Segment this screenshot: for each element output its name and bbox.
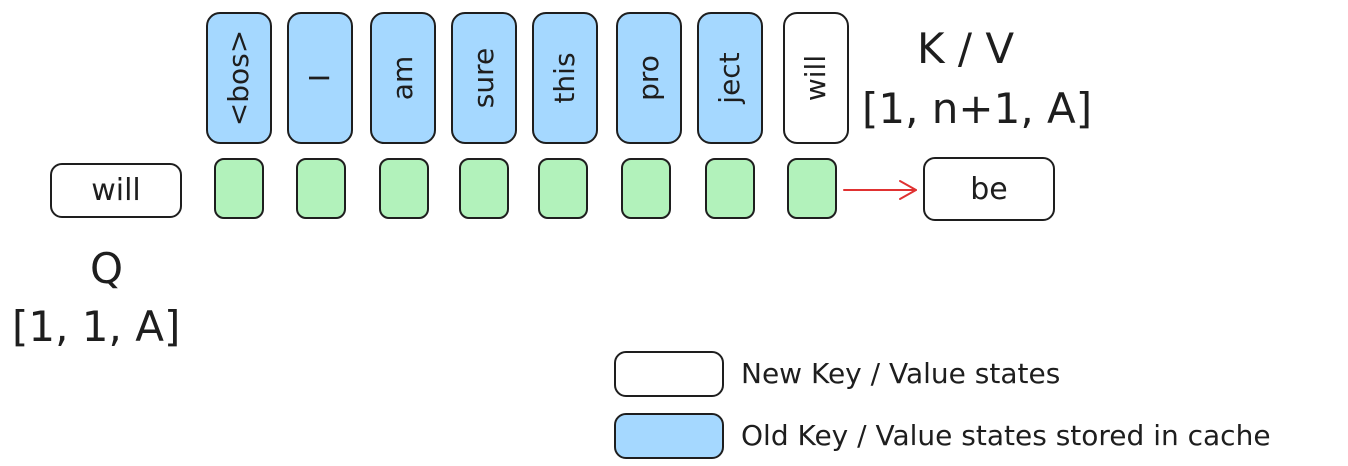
attention-score-cell	[705, 158, 755, 219]
kv-token-this: this	[532, 12, 598, 144]
legend-new-label: New Key / Value states	[741, 357, 1061, 390]
kv-token-label: pro	[632, 55, 665, 101]
kv-shape: [1, n+1, A]	[862, 84, 1093, 133]
legend-new-swatch	[614, 351, 724, 397]
kv-token-ject: ject	[697, 12, 763, 144]
attention-score-cell	[538, 158, 588, 219]
kv-token-label: I	[303, 73, 336, 83]
attention-score-cell	[787, 158, 837, 219]
kv-token-label: sure	[467, 47, 500, 109]
kv-token-label: am	[386, 55, 419, 101]
legend-old-label: Old Key / Value states stored in cache	[741, 419, 1271, 452]
kv-token-label: this	[548, 52, 581, 104]
kv-token-label: will	[799, 54, 832, 102]
output-token-label: be	[970, 171, 1008, 207]
legend-old-swatch	[614, 413, 724, 459]
kv-token-will-new: will	[783, 12, 849, 144]
query-token-box: will	[50, 163, 182, 218]
q-title: Q	[90, 244, 124, 293]
kv-token-sure: sure	[451, 12, 517, 144]
kv-token-label: ject	[713, 52, 746, 104]
attention-score-cell	[459, 158, 509, 219]
attention-score-cell	[214, 158, 264, 219]
kv-token-am: am	[370, 12, 436, 144]
attention-score-cell	[621, 158, 671, 219]
query-token-label: will	[91, 173, 141, 208]
attention-score-cell	[379, 158, 429, 219]
kv-token-bos: <bos>	[206, 12, 272, 144]
output-arrow	[843, 180, 917, 200]
attention-score-cell	[296, 158, 346, 219]
output-token-box: be	[923, 157, 1055, 221]
kv-token-pro: pro	[616, 12, 682, 144]
kv-token-label: <bos>	[222, 29, 255, 127]
q-shape: [1, 1, A]	[12, 302, 181, 351]
kv-token-i: I	[287, 12, 353, 144]
kv-title: K / V	[917, 24, 1015, 73]
